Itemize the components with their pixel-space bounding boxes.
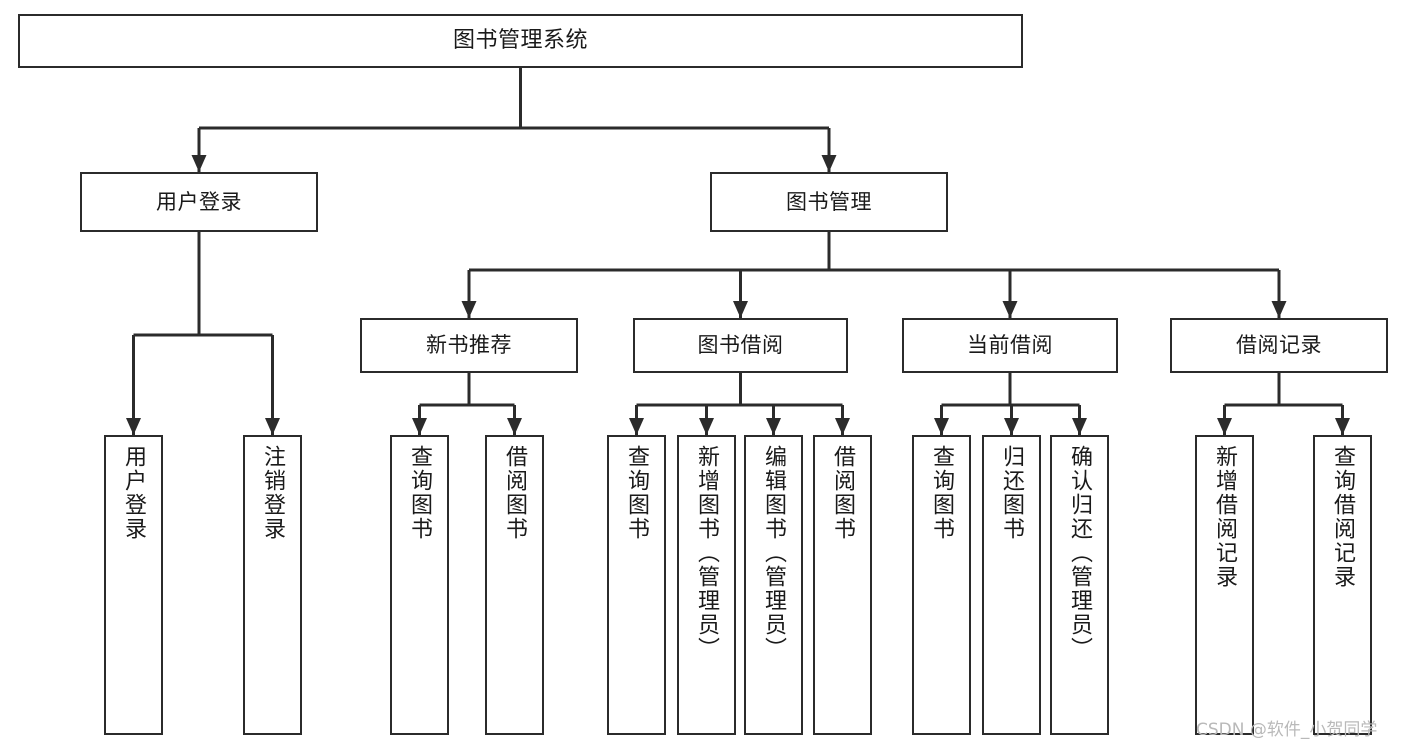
- node-current-borrow[interactable]: 当前借阅: [902, 318, 1118, 373]
- node-new-book-rec[interactable]: 新书推荐: [360, 318, 578, 373]
- node-borrow-record[interactable]: 借阅记录: [1170, 318, 1388, 373]
- arrowhead: [1002, 301, 1018, 318]
- node-label: 查询图书: [624, 445, 650, 541]
- node-label: 借阅图书: [502, 445, 528, 541]
- node-label: 图书管理: [786, 189, 872, 214]
- arrowhead: [766, 418, 781, 435]
- node-leaf-query-book-3[interactable]: 查询图书: [912, 435, 971, 735]
- node-leaf-user-login[interactable]: 用户登录: [104, 435, 163, 735]
- node-label: 新增图书（管理员）: [694, 445, 720, 661]
- node-leaf-logout[interactable]: 注销登录: [243, 435, 302, 735]
- arrowhead: [629, 418, 644, 435]
- node-label: 新书推荐: [426, 333, 512, 358]
- node-root[interactable]: 图书管理系统: [18, 14, 1023, 68]
- node-leaf-borrow-book-1[interactable]: 借阅图书: [485, 435, 544, 735]
- arrowhead: [461, 301, 477, 318]
- node-leaf-query-book-2[interactable]: 查询图书: [607, 435, 666, 735]
- node-leaf-query-book-1[interactable]: 查询图书: [390, 435, 449, 735]
- node-label: 借阅图书: [830, 445, 856, 541]
- node-label: 查询借阅记录: [1330, 445, 1356, 589]
- arrowhead: [835, 418, 850, 435]
- arrowhead: [699, 418, 714, 435]
- node-leaf-borrow-book-2[interactable]: 借阅图书: [813, 435, 872, 735]
- node-leaf-return-book[interactable]: 归还图书: [982, 435, 1041, 735]
- arrowhead: [191, 155, 207, 172]
- node-label: 查询图书: [929, 445, 955, 541]
- arrowhead: [1072, 418, 1087, 435]
- arrowhead: [1217, 418, 1232, 435]
- arrowhead: [934, 418, 949, 435]
- node-label: 用户登录: [121, 445, 147, 541]
- node-leaf-query-record[interactable]: 查询借阅记录: [1313, 435, 1372, 735]
- arrowhead: [821, 155, 837, 172]
- node-label: 确认归还（管理员）: [1067, 445, 1093, 661]
- node-label: 当前借阅: [967, 333, 1053, 358]
- node-label: 图书借阅: [697, 333, 784, 358]
- node-leaf-confirm-return[interactable]: 确认归还（管理员）: [1050, 435, 1109, 735]
- watermark: CSDN @软件_小贺同学: [1196, 720, 1378, 740]
- node-label: 注销登录: [260, 445, 286, 541]
- node-label: 图书管理系统: [452, 28, 588, 54]
- arrowhead: [1335, 418, 1350, 435]
- arrowhead: [733, 301, 748, 318]
- node-book-manage[interactable]: 图书管理: [710, 172, 948, 232]
- arrowhead: [507, 418, 522, 435]
- arrowhead: [265, 418, 280, 435]
- node-label: 编辑图书（管理员）: [761, 445, 787, 661]
- node-leaf-add-record[interactable]: 新增借阅记录: [1195, 435, 1254, 735]
- arrowhead: [126, 418, 141, 435]
- node-label: 用户登录: [156, 189, 242, 214]
- node-leaf-edit-book[interactable]: 编辑图书（管理员）: [744, 435, 803, 735]
- node-label: 借阅记录: [1236, 333, 1322, 358]
- node-leaf-add-book[interactable]: 新增图书（管理员）: [677, 435, 736, 735]
- node-label: 查询图书: [407, 445, 433, 541]
- node-book-borrow[interactable]: 图书借阅: [633, 318, 848, 373]
- node-user-login[interactable]: 用户登录: [80, 172, 318, 232]
- node-label: 归还图书: [999, 445, 1025, 541]
- node-label: 新增借阅记录: [1212, 445, 1238, 589]
- arrowhead: [1271, 301, 1287, 318]
- arrowhead: [412, 418, 427, 435]
- arrowhead: [1004, 418, 1019, 435]
